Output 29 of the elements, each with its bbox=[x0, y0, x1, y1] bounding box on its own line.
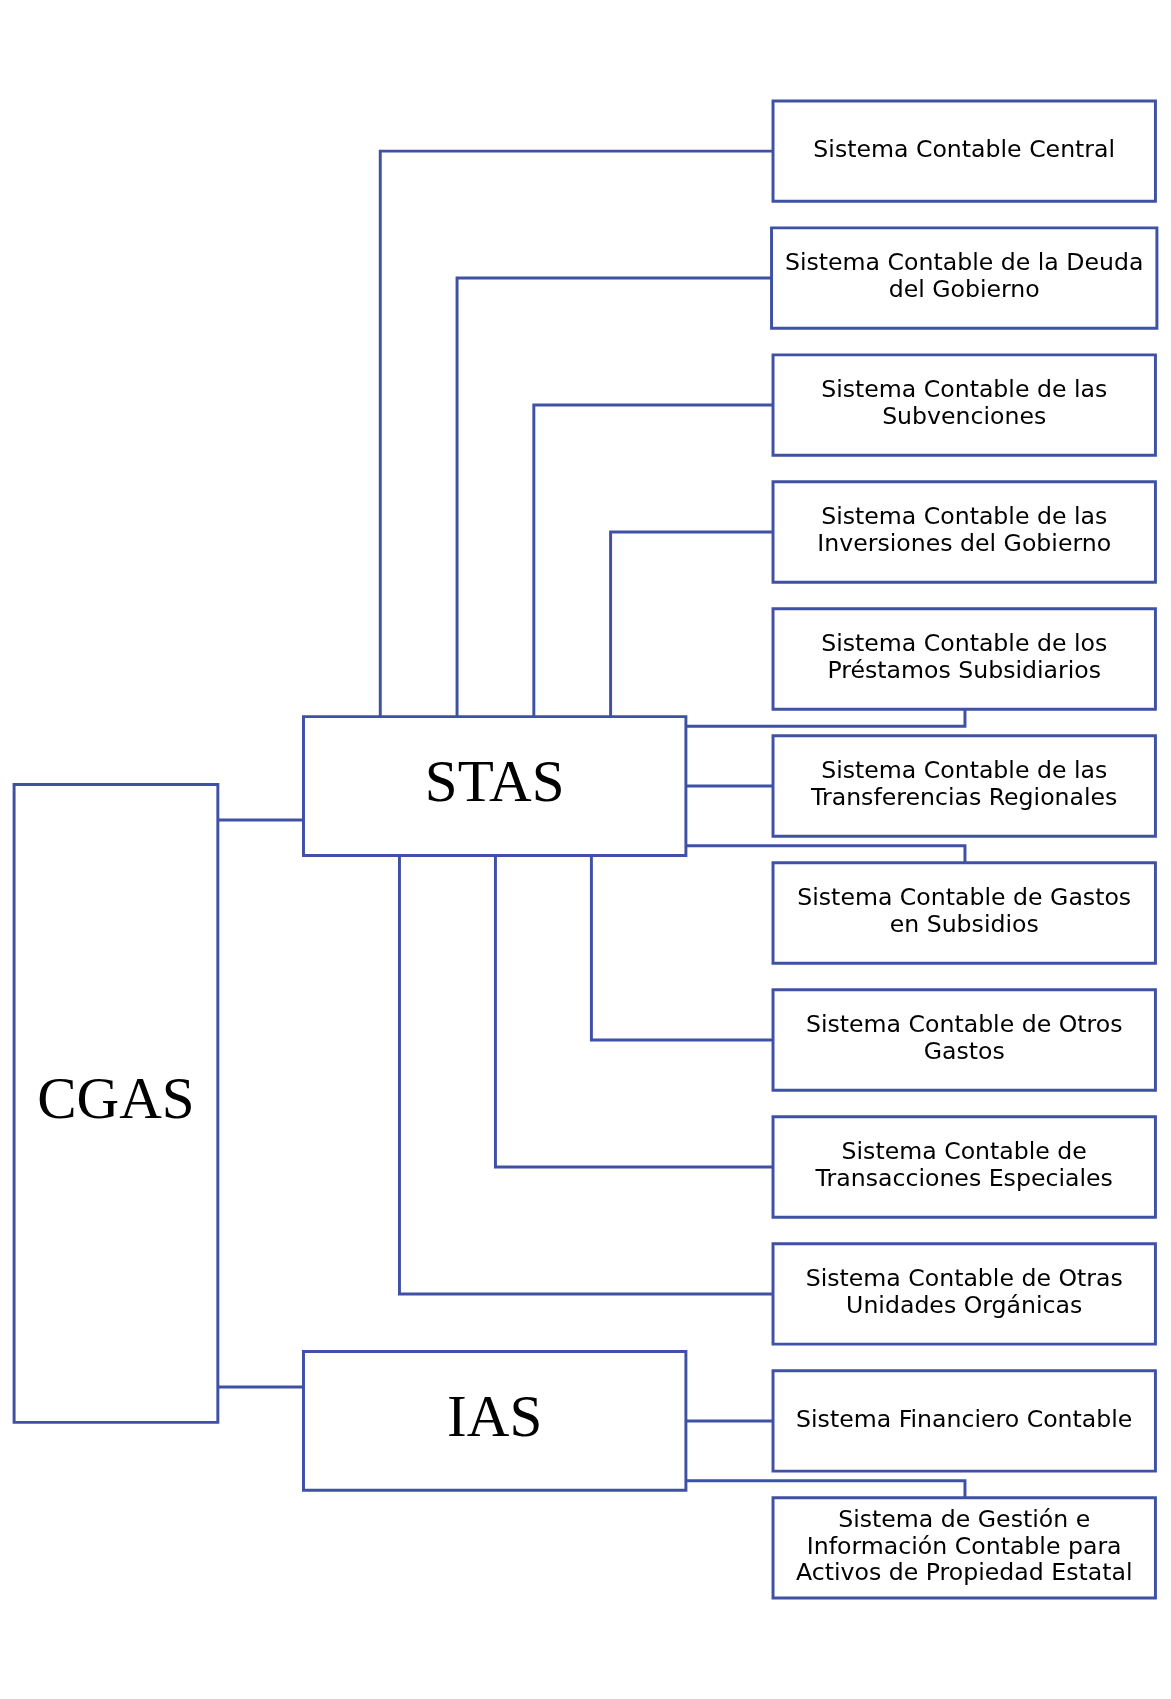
node-box: Sistema Contable de Gastos en Subsidios bbox=[771, 861, 1157, 965]
node-box: Sistema Contable de la Deuda del Gobierno bbox=[770, 226, 1159, 330]
node-box: CGAS bbox=[12, 783, 220, 1424]
node-box: Sistema de Gestión e Información Contable para Activos de Propiedad Estatal bbox=[771, 1496, 1157, 1600]
node-box: Sistema Contable Central bbox=[771, 99, 1157, 203]
connector bbox=[686, 844, 967, 863]
node-box: Sistema Contable de las Transferencias Regionales bbox=[771, 734, 1157, 838]
connector bbox=[532, 403, 773, 717]
connector bbox=[686, 1479, 967, 1498]
connector bbox=[686, 709, 967, 728]
node-box: STAS bbox=[302, 715, 688, 857]
connector bbox=[686, 784, 773, 788]
node-box: Sistema Contable de Otros Gastos bbox=[771, 988, 1157, 1092]
connector bbox=[493, 855, 773, 1169]
node-box: Sistema Contable de las Subvenciones bbox=[771, 353, 1157, 457]
connector bbox=[378, 149, 773, 717]
connector bbox=[686, 1419, 773, 1423]
connector bbox=[217, 818, 304, 822]
node-box: IAS bbox=[302, 1350, 688, 1492]
node-box: Sistema Contable de las Inversiones del Gobierno bbox=[771, 480, 1157, 584]
node-box: Sistema Contable de los Préstamos Subsidiarios bbox=[771, 607, 1157, 711]
connector bbox=[455, 276, 772, 717]
node-box: Sistema Contable de Transacciones Especiales bbox=[771, 1115, 1157, 1219]
node-box: Sistema Contable de Otras Unidades Orgánicas bbox=[771, 1242, 1157, 1346]
connector bbox=[398, 855, 773, 1296]
connector bbox=[217, 1385, 304, 1389]
connector bbox=[589, 856, 773, 1042]
node-box: Sistema Financiero Contable bbox=[771, 1369, 1157, 1473]
connector bbox=[609, 530, 773, 716]
